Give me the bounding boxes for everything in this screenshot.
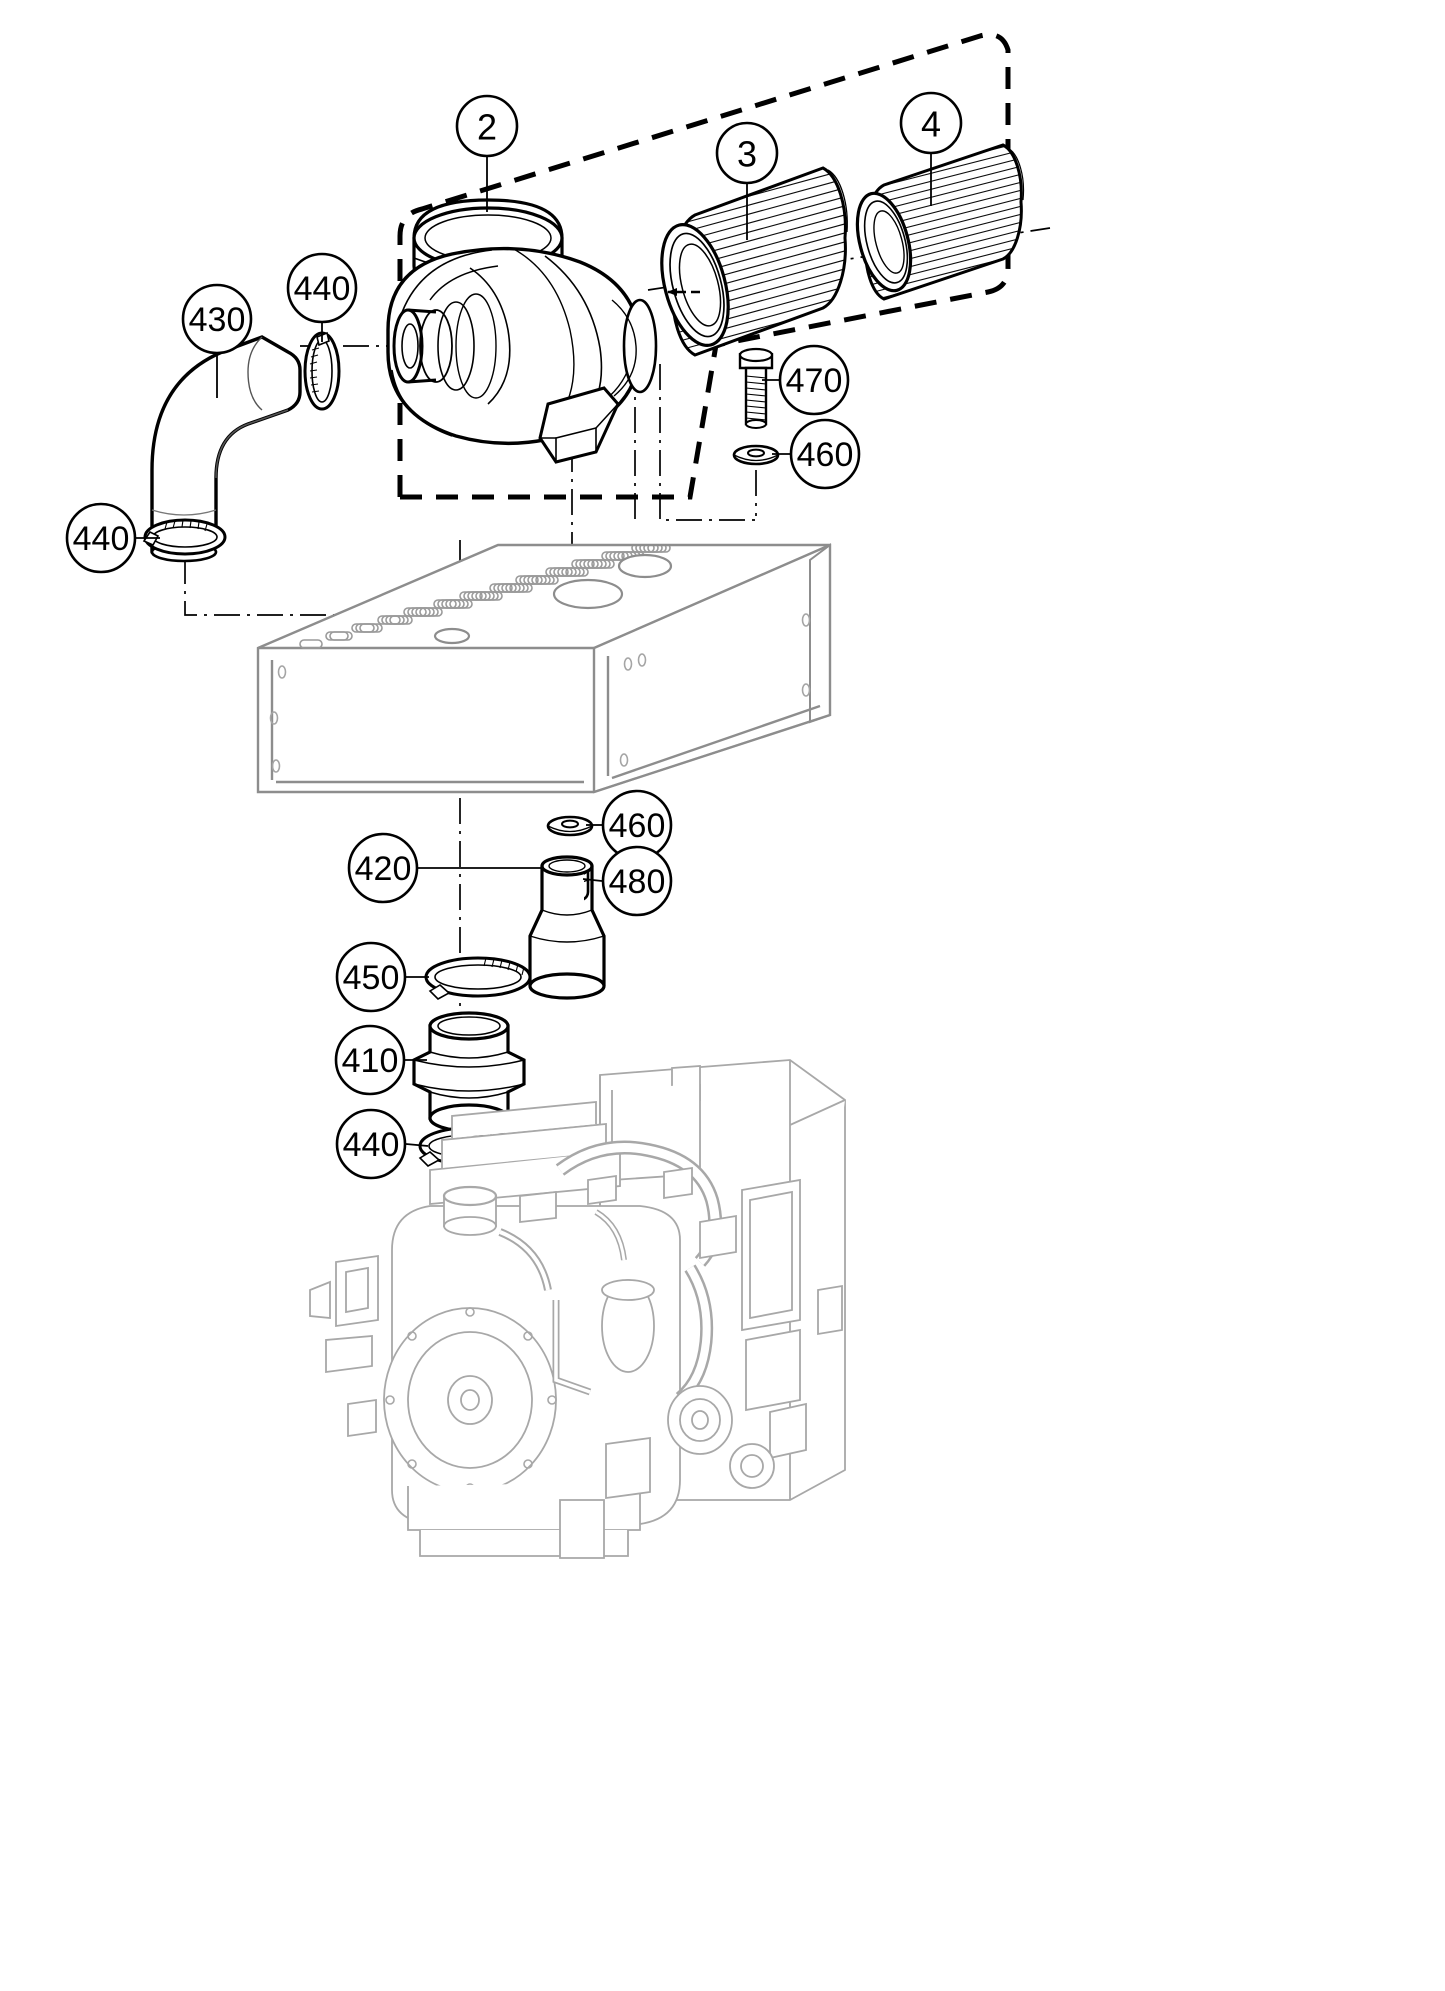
enclosure-panel-outline [256, 543, 832, 794]
callout-440a-label: 440 [294, 270, 351, 308]
callout-430-label: 430 [189, 301, 246, 339]
part-turbocharger [386, 198, 658, 464]
part-reducer-hose [528, 855, 606, 1000]
turbo-assembly-group-boundary [397, 32, 1011, 497]
callout-bubbles: 2 3 4 430 440 440 470 460 [65, 91, 963, 1180]
part-hose-clamp-elbow [142, 518, 227, 556]
part-hose-clamp-reducer [424, 956, 532, 1000]
callout-440-elbow[interactable]: 440 [65, 502, 137, 574]
callout-480[interactable]: 480 [601, 845, 673, 917]
callout-460b-label: 460 [609, 807, 666, 845]
callout-4[interactable]: 4 [899, 91, 963, 155]
part-engine-assembly [309, 1059, 846, 1559]
callout-460-lower[interactable]: 460 [601, 789, 673, 861]
enclosure-fixing-holes [269, 613, 811, 773]
callout-4-label: 4 [921, 104, 941, 145]
callout-450[interactable]: 450 [335, 941, 407, 1013]
callout-420[interactable]: 420 [347, 832, 419, 904]
callout-3-label: 3 [737, 134, 757, 175]
callout-450-label: 450 [343, 959, 400, 997]
turbo-assembly-group-boundary-lower [400, 344, 719, 500]
part-hex-bolt [738, 347, 774, 429]
part-hose-clamp-turbo-inlet [303, 331, 341, 411]
callout-470-label: 470 [786, 362, 843, 400]
enclosure-louver-slots [299, 546, 671, 649]
enclosure-panel-holes [433, 553, 673, 645]
callout-440c-label: 440 [343, 1126, 400, 1164]
callout-430[interactable]: 430 [181, 283, 253, 355]
part-flat-washer-upper [732, 444, 780, 466]
callout-3[interactable]: 3 [715, 121, 779, 185]
part-flat-washer-lower [546, 815, 594, 837]
callout-460a-label: 460 [797, 436, 854, 474]
part-air-filter-outer [660, 166, 848, 357]
callout-440-turbo-inlet[interactable]: 440 [286, 252, 358, 324]
callout-480-label: 480 [609, 863, 666, 901]
callout-2-label: 2 [477, 107, 497, 148]
part-enclosure-panel [257, 543, 831, 794]
callout-440-adapter[interactable]: 440 [335, 1108, 407, 1180]
callout-470[interactable]: 470 [778, 344, 850, 416]
callout-420-label: 420 [355, 850, 412, 888]
callout-410[interactable]: 410 [334, 1024, 406, 1096]
callout-leader-lines [136, 154, 932, 1147]
callout-410-label: 410 [342, 1042, 399, 1080]
callout-440b-label: 440 [73, 520, 130, 558]
callout-2[interactable]: 2 [455, 94, 519, 158]
part-air-filter-inner [855, 143, 1025, 301]
callout-460-upper[interactable]: 460 [789, 418, 861, 490]
